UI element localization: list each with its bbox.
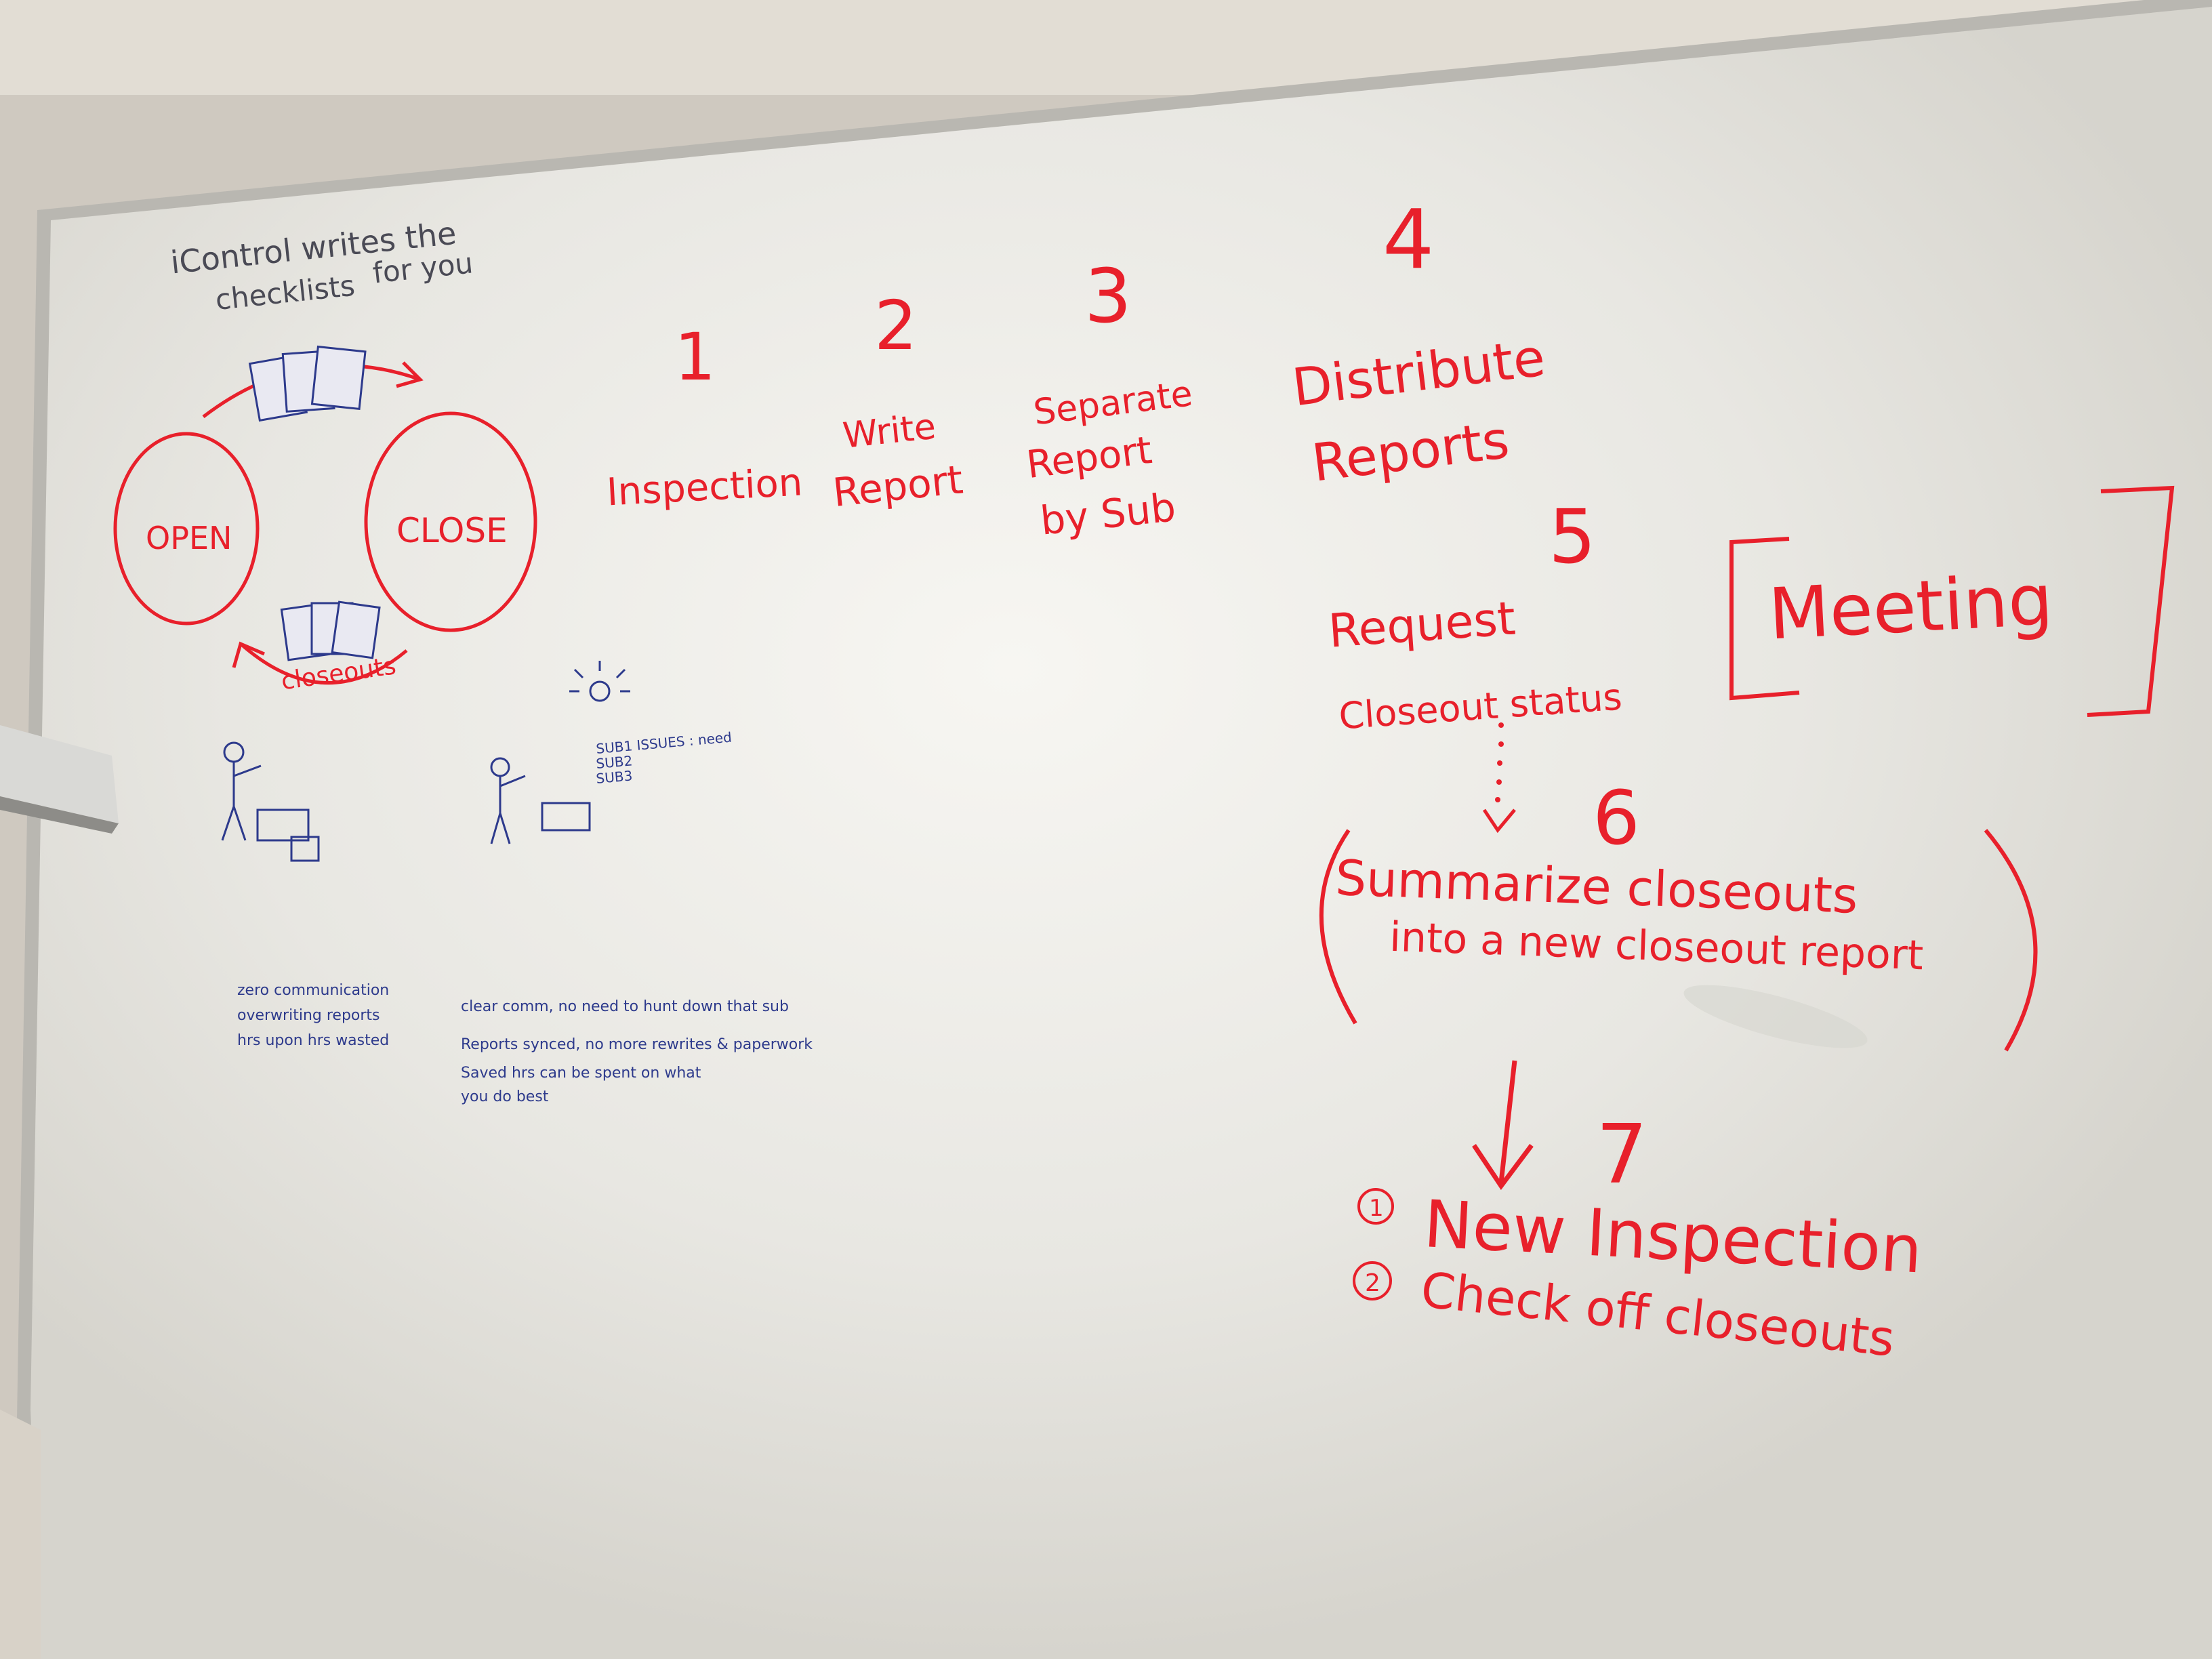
step-5-number: 5	[1549, 493, 1596, 580]
step-1: 1 Inspection	[606, 319, 804, 514]
step-2-line-1: Write	[841, 407, 938, 457]
note-left-3: hrs upon hrs wasted	[237, 1032, 389, 1049]
smudge	[1683, 985, 1868, 1048]
note-left-1: zero communication	[237, 982, 389, 999]
sub-list-item-2: SUB2	[596, 752, 634, 772]
item-1-circle	[1357, 1188, 1394, 1225]
note-right-4: you do best	[461, 1088, 549, 1105]
checklist-icons-top	[248, 345, 367, 422]
arrowhead-left	[232, 641, 265, 668]
step-7-number: 7	[1596, 1108, 1647, 1202]
note-right-1: clear comm, no need to hunt down that su…	[461, 998, 789, 1015]
checklist-icons-bottom	[280, 600, 381, 661]
notes-right: clear comm, no need to hunt down that su…	[461, 998, 813, 1105]
close-circle	[364, 411, 537, 632]
open-circle	[113, 432, 260, 626]
meeting-bracket	[1729, 485, 2175, 717]
board-surface	[30, 7, 2212, 1659]
notes-left: zero communication overwriting reports h…	[237, 982, 389, 1049]
wall-lower	[0, 1410, 41, 1659]
step-5: 5 Request Closeout status	[1327, 493, 1624, 738]
note-right-3: Saved hrs can be spent on what	[461, 1065, 701, 1082]
dotted-arrow	[1495, 722, 1504, 802]
sketch-left	[221, 741, 320, 862]
open-label: OPEN	[146, 520, 232, 556]
item-2-marker: 2	[1365, 1269, 1380, 1297]
close-label: CLOSE	[396, 511, 508, 550]
step-1-number: 1	[674, 319, 716, 395]
eraser[interactable]	[0, 725, 119, 834]
step-6-number: 6	[1593, 775, 1640, 861]
sketch-right	[490, 661, 630, 844]
item-1-marker: 1	[1369, 1195, 1384, 1222]
step-5-line-1: Request	[1327, 592, 1517, 659]
meeting-label: Meeting	[1767, 558, 2055, 656]
arrow-close-to-open	[239, 642, 408, 684]
down-arrow	[1472, 1060, 1534, 1191]
item-2-circle	[1353, 1261, 1392, 1300]
note-right-2: Reports synced, no more rewrites & paper…	[461, 1036, 813, 1053]
step-3-number: 3	[1084, 253, 1132, 340]
step-2-number: 2	[874, 286, 918, 365]
arrowhead-right	[396, 361, 424, 388]
sub-list-item-3: SUB3	[596, 767, 634, 787]
step-6-parens	[1319, 829, 2038, 1052]
step-4-number: 4	[1382, 193, 1434, 287]
note-left-2: overwriting reports	[237, 1007, 380, 1024]
dotted-arrowhead	[1482, 808, 1516, 834]
step-1-label: Inspection	[606, 460, 804, 514]
